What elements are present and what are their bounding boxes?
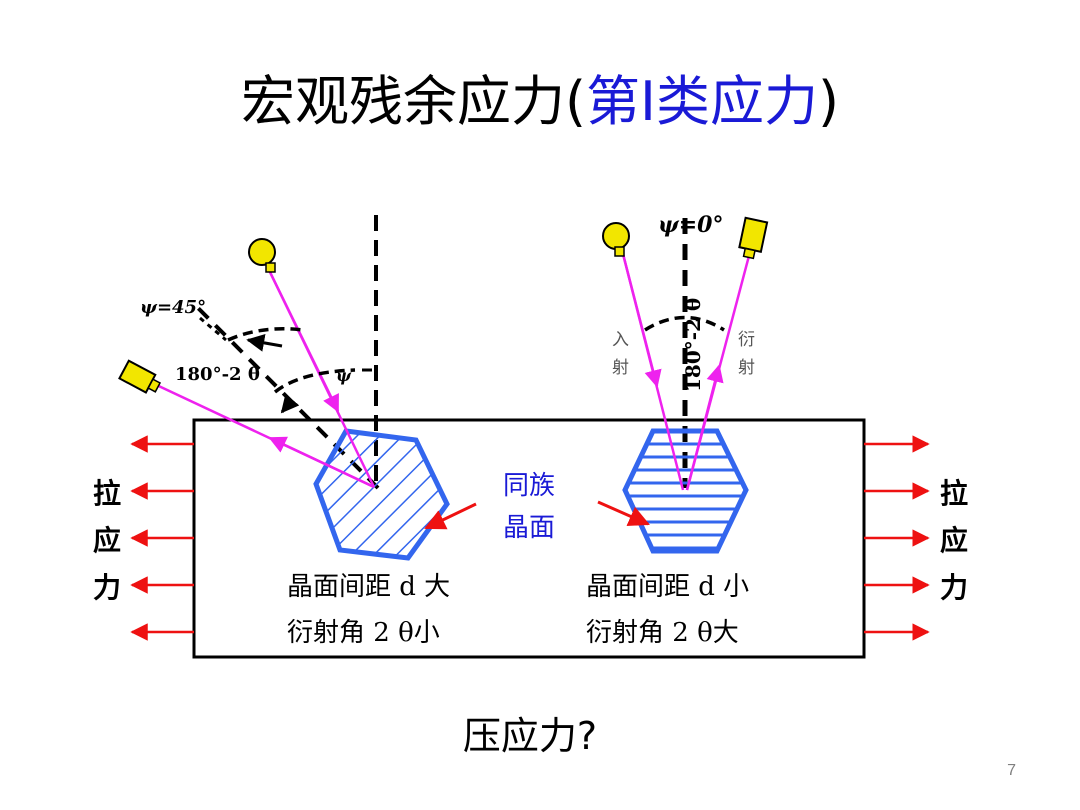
psi45-label: ψ=45° <box>140 297 206 318</box>
title-highlight: 第I类应力 <box>586 70 818 133</box>
same-family-arrow-left <box>424 502 477 530</box>
diffracted-label-2: 射 <box>738 358 755 378</box>
right-tension-arrows <box>864 435 930 641</box>
left-diffracted-arrow <box>268 436 375 489</box>
title-main: 宏观残余应力( <box>240 70 587 133</box>
incident-label-1: 入 <box>612 330 629 350</box>
right-tension-char-1: 拉 <box>940 477 968 510</box>
right-caption-2: 衍射角 2 θ大 <box>586 618 739 648</box>
left-angle-label: 180°-2 θ <box>175 364 260 385</box>
right-caption-1: 晶面间距 d 小 <box>586 572 749 602</box>
incident-label-2: 射 <box>612 358 629 378</box>
left-tension-arrows <box>130 435 194 641</box>
same-family-arrow-right <box>597 500 650 526</box>
compressive-stress-question: 压应力? <box>462 714 598 758</box>
left-tension-char-3: 力 <box>93 571 121 604</box>
left-detector <box>118 359 162 394</box>
left-psi-arc <box>273 368 356 394</box>
same-family-label-2: 晶面 <box>503 513 555 543</box>
left-xray-source <box>248 238 276 273</box>
left-tension-char-1: 拉 <box>93 477 121 510</box>
right-angle-arc <box>644 315 725 332</box>
left-caption-2: 衍射角 2 θ小 <box>287 618 440 648</box>
left-caption-1: 晶面间距 d 大 <box>287 572 450 602</box>
right-detector <box>738 216 769 260</box>
right-incident-arrow <box>620 249 662 388</box>
psi0-label: ψ=0° <box>658 212 723 238</box>
right-crystal-grain <box>622 428 749 554</box>
right-diffracted-arrow <box>685 364 724 491</box>
left-angle-arrow-b <box>280 393 300 414</box>
title-close: ) <box>817 70 840 133</box>
page-number: 7 <box>1007 762 1016 779</box>
diffracted-label-1: 衍 <box>738 330 755 350</box>
right-tension-char-2: 应 <box>940 524 968 557</box>
left-angle-arc <box>227 327 304 342</box>
psi45-leader <box>199 316 227 342</box>
right-xray-source <box>602 222 630 257</box>
left-angle-arrow-a <box>246 333 283 352</box>
left-crystal-grain <box>313 428 450 561</box>
right-angle-label: 180°-2 θ <box>681 298 705 392</box>
left-tension-char-2: 应 <box>93 524 121 557</box>
left-psi-small-label: ψ <box>336 366 352 385</box>
right-tension-char-3: 力 <box>940 571 968 604</box>
page-title: 宏观残余应力(第I类应力) <box>0 62 1080 142</box>
left-incident-arrow <box>266 267 340 413</box>
same-family-label-1: 同族 <box>503 471 555 501</box>
